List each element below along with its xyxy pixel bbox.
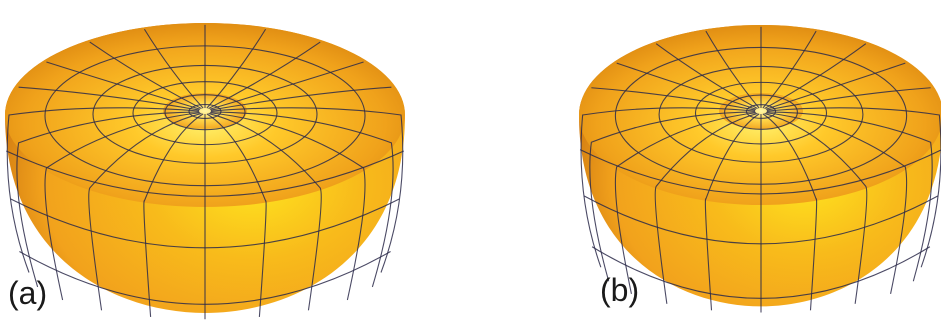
longitude-meridian [765,112,908,294]
panel-b: (b) [471,0,941,322]
panel-label-a: (a) [8,275,48,311]
longitude-meridian [766,107,941,268]
torus-surface-b [579,25,941,313]
longitude-meridian [209,112,366,301]
longitude-meridian [705,30,760,109]
longitude-meridian [580,107,756,268]
longitude-meridian [18,86,200,111]
longitude-meridian [589,111,756,282]
longitude-meridian [764,43,867,110]
longitude-meridian [762,30,817,109]
longitude-meridian [210,111,394,288]
longitude-meridian [762,113,818,311]
longitude-meridian [208,41,321,110]
longitude-meridian [6,107,200,273]
longitude-meridian [206,28,267,109]
longitude-meridian [765,62,906,110]
torus-hole [163,93,247,129]
longitude-meridian [655,43,758,110]
longitude-meridian [654,112,758,304]
longitude-meridian [89,41,202,110]
panel-label-b: (b) [600,272,640,308]
longitude-meridian [88,112,202,311]
longitude-meridian [764,112,868,304]
longitude-meridian [210,107,404,273]
panel-a: (a) [0,0,470,322]
longitude-meridian [46,61,201,110]
longitude-meridian [766,87,931,111]
longitude-meridian [44,112,201,301]
longitude-meridian [143,28,204,109]
longitude-meridian [208,112,322,311]
torus-hole [719,93,803,129]
longitude-meridian [591,87,756,111]
longitude-meridian [206,113,267,317]
longitude-meridian [209,61,364,110]
longitude-meridian [210,86,392,111]
longitude-meridian [704,113,760,311]
longitude-meridian [616,62,757,110]
longitude-meridian [766,111,933,282]
longitude-meridian [16,111,200,288]
torus-surface-a [5,23,405,320]
longitude-meridian [143,113,204,317]
longitude-meridian [614,112,757,294]
